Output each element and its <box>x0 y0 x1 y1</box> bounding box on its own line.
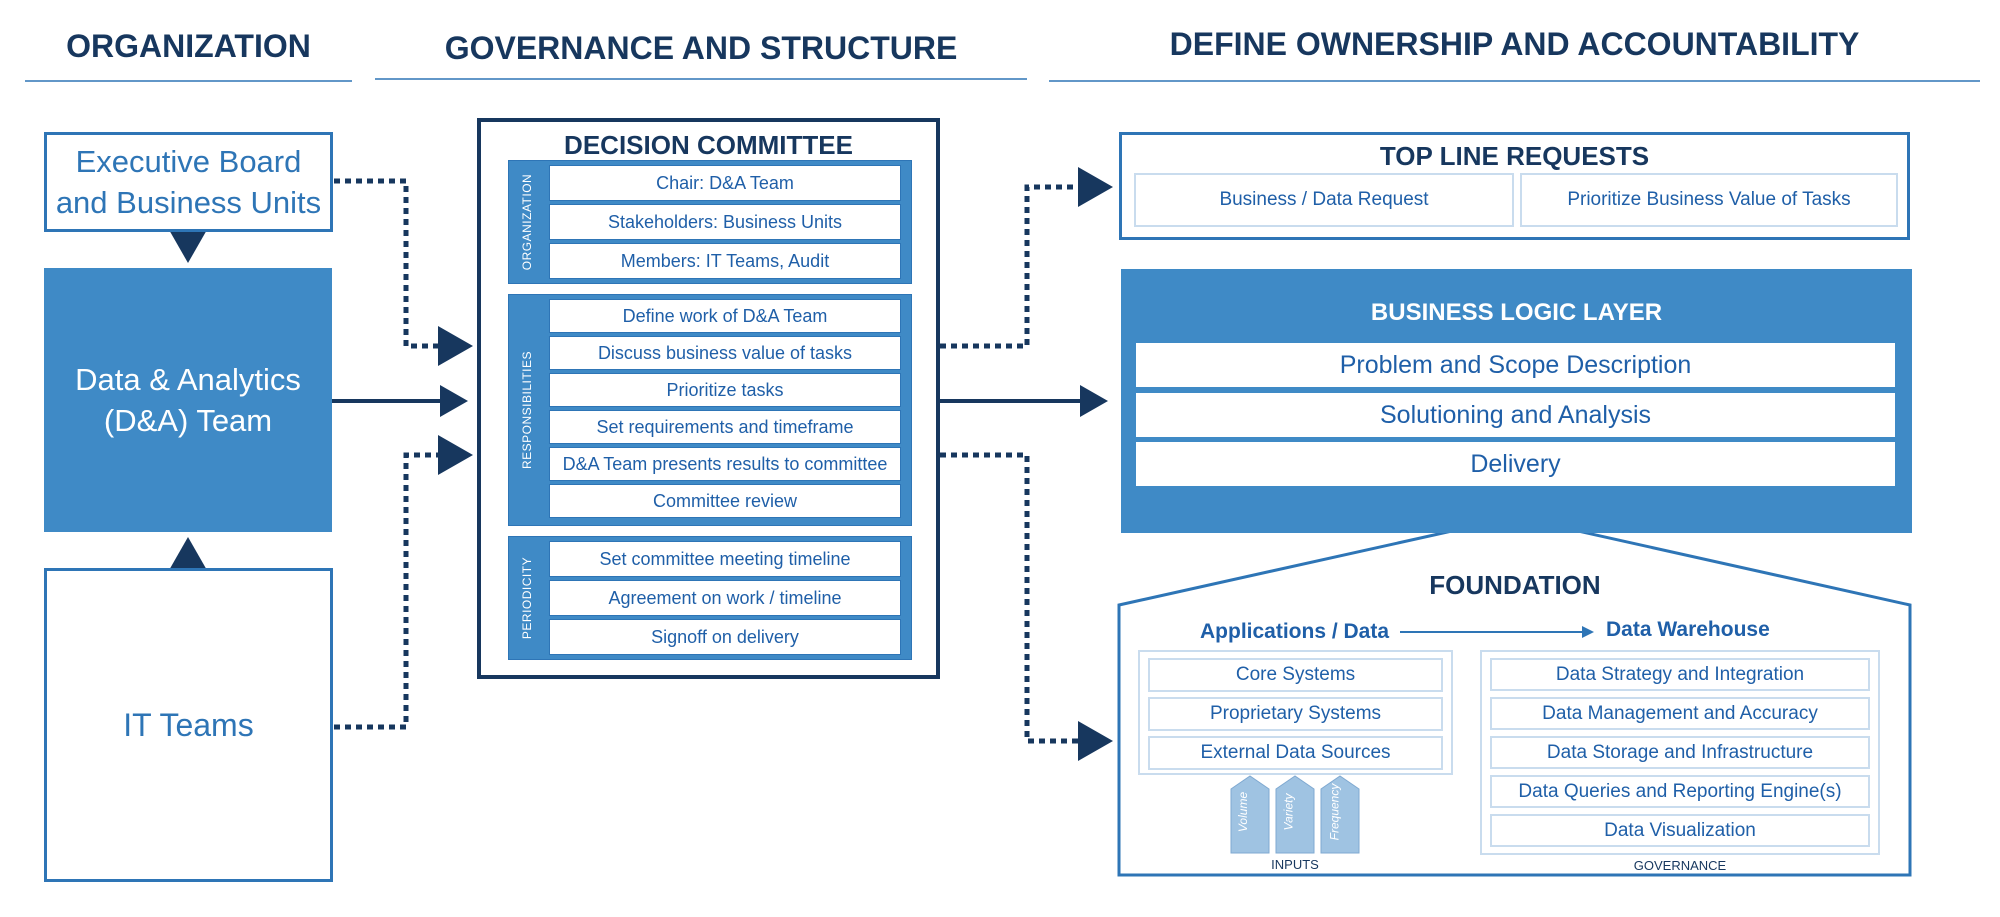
foundation-title: FOUNDATION <box>1429 570 1601 600</box>
committee-band-responsibilities: RESPONSIBILITIES Define work of D&A Team… <box>508 294 912 526</box>
warehouse-box: Data Strategy and Integration Data Manag… <box>1480 650 1880 855</box>
applications-box: Core Systems Proprietary Systems Externa… <box>1138 650 1453 775</box>
committee-row: Signoff on delivery <box>549 619 901 655</box>
applications-data-label: Applications / Data <box>1200 620 1390 643</box>
band-label-organization: ORGANIZATION <box>520 173 535 271</box>
warehouse-row: Data Management and Accuracy <box>1490 697 1870 730</box>
business-logic-layer: BUSINESS LOGIC LAYER Problem and Scope D… <box>1121 269 1912 533</box>
warehouse-row: Data Storage and Infrastructure <box>1490 736 1870 769</box>
dotted-committee-to-toplines <box>940 167 1113 349</box>
data-warehouse-label: Data Warehouse <box>1606 618 1770 641</box>
committee-row: Stakeholders: Business Units <box>549 204 901 240</box>
committee-row: Discuss business value of tasks <box>549 336 901 370</box>
header-governance: GOVERNANCE AND STRUCTURE <box>444 30 958 66</box>
header-organization: ORGANIZATION <box>66 28 311 64</box>
it-teams-box: IT Teams <box>44 568 333 882</box>
committee-row: D&A Team presents results to committee <box>549 447 901 481</box>
input-label-volume: Volume <box>1236 791 1251 833</box>
committee-row: Agreement on work / timeline <box>549 580 901 616</box>
committee-row: Members: IT Teams, Audit <box>549 243 901 279</box>
committee-row: Chair: D&A Team <box>549 165 901 201</box>
committee-band-periodicity: PERIODICITY Set committee meeting timeli… <box>508 536 912 660</box>
committee-band-organization: ORGANIZATION Chair: D&A Team Stakeholder… <box>508 160 912 284</box>
committee-row: Prioritize tasks <box>549 373 901 407</box>
dotted-committee-to-foundation <box>940 452 1113 761</box>
decision-committee: DECISION COMMITTEE ORGANIZATION Chair: D… <box>477 118 940 679</box>
governance-label: GOVERNANCE <box>1633 858 1727 873</box>
committee-row: Committee review <box>549 484 901 518</box>
top-line-title: TOP LINE REQUESTS <box>1379 141 1650 171</box>
header-ownership: DEFINE OWNERSHIP AND ACCOUNTABILITY <box>1169 26 1860 62</box>
top-line-cell-prioritize: Prioritize Business Value of Tasks <box>1520 173 1898 227</box>
band-label-responsibilities: RESPONSIBILITIES <box>520 350 535 470</box>
applications-row: Proprietary Systems <box>1148 697 1443 731</box>
committee-row: Define work of D&A Team <box>549 299 901 333</box>
business-logic-title: BUSINESS LOGIC LAYER <box>1370 299 1663 326</box>
applications-row: External Data Sources <box>1148 736 1443 770</box>
top-line-requests: TOP LINE REQUESTS Business / Data Reques… <box>1119 132 1910 240</box>
warehouse-row: Data Strategy and Integration <box>1490 658 1870 691</box>
warehouse-row: Data Visualization <box>1490 814 1870 847</box>
business-logic-row: Delivery <box>1136 442 1895 486</box>
input-arrow-frequency <box>1320 775 1360 854</box>
inputs-label: INPUTS <box>1271 857 1319 872</box>
input-label-variety: Variety <box>1281 793 1296 831</box>
band-label-periodicity: PERIODICITY <box>520 556 534 640</box>
input-label-frequency: Frequency <box>1327 783 1342 841</box>
da-team-box: Data & Analytics (D&A) Team <box>44 268 332 532</box>
warehouse-row: Data Queries and Reporting Engine(s) <box>1490 775 1870 808</box>
dotted-it-to-committee <box>334 435 473 730</box>
input-arrow-volume <box>1230 775 1270 854</box>
input-arrow-variety <box>1275 775 1315 854</box>
dotted-exec-to-committee <box>334 178 473 366</box>
committee-row: Set requirements and timeframe <box>549 410 901 444</box>
exec-board-box: Executive Board and Business Units <box>44 132 333 232</box>
business-logic-row: Solutioning and Analysis <box>1136 393 1895 437</box>
business-logic-row: Problem and Scope Description <box>1136 343 1895 387</box>
applications-row: Core Systems <box>1148 658 1443 692</box>
top-line-cell-request: Business / Data Request <box>1134 173 1514 227</box>
decision-committee-title: DECISION COMMITTEE <box>564 130 853 160</box>
committee-row: Set committee meeting timeline <box>549 541 901 577</box>
